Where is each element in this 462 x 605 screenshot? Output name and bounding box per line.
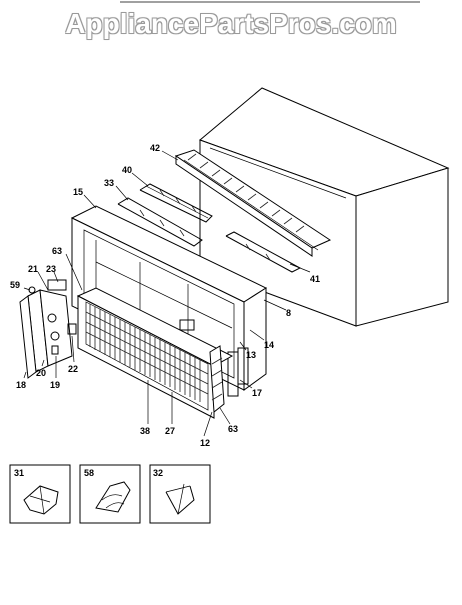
front-grille: [76, 287, 234, 419]
callout-12: 12: [200, 438, 210, 448]
callout-38: 38: [140, 426, 150, 436]
top-rail: [174, 149, 332, 257]
bracket-part: [165, 485, 195, 515]
callout-13: 13: [246, 350, 256, 360]
inset-label-58: 58: [84, 468, 94, 478]
callout-63-top: 63: [52, 246, 62, 256]
inset-label-31: 31: [14, 468, 24, 478]
side-louver: [209, 345, 225, 413]
inset-label-32: 32: [153, 468, 163, 478]
clip-part: [95, 481, 131, 513]
callout-19: 19: [50, 380, 60, 390]
callout-40: 40: [122, 165, 132, 175]
callout-23: 23: [46, 264, 56, 274]
callout-8: 8: [286, 308, 291, 318]
callout-59: 59: [10, 280, 20, 290]
callout-42: 42: [150, 143, 160, 153]
callout-63-bottom: 63: [228, 424, 238, 434]
callout-33: 33: [104, 178, 114, 188]
leader-lines: [23, 150, 311, 437]
watermark-logo: AppliancePartsPros.com: [65, 8, 397, 39]
callout-18: 18: [16, 380, 26, 390]
callout-20: 20: [36, 368, 46, 378]
callout-27: 27: [165, 426, 175, 436]
callout-21: 21: [28, 264, 38, 274]
callout-22: 22: [68, 364, 78, 374]
inset-box-58: 58: [79, 464, 141, 524]
callout-14: 14: [264, 340, 274, 350]
callout-15: 15: [73, 187, 83, 197]
callout-41: 41: [310, 274, 320, 284]
bracket-strips: [117, 183, 302, 273]
inset-box-32: 32: [149, 464, 211, 524]
callout-17: 17: [252, 388, 262, 398]
control-panel: [19, 279, 77, 379]
inset-box-31: 31: [9, 464, 71, 524]
